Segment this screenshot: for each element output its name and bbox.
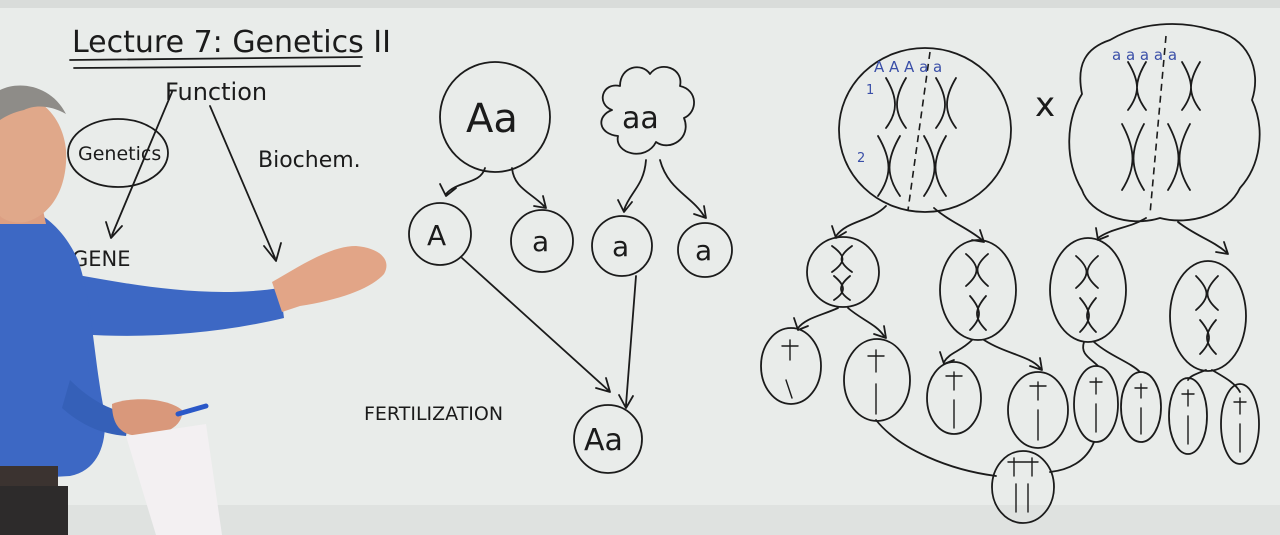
cell2-alleles: a a a a a <box>1112 46 1177 64</box>
arrow-m2-6 <box>1093 341 1141 373</box>
parent-genotype-2: aa <box>622 101 659 136</box>
title-underline-1 <box>69 56 363 61</box>
gamete-circle-4 <box>677 222 733 278</box>
line-to-zygote-1 <box>875 419 997 477</box>
genetics-circle <box>67 118 169 188</box>
gamete-4: a <box>695 234 712 267</box>
gamete-2: a <box>532 225 549 258</box>
m2-chrom-8 <box>1233 397 1247 453</box>
m2-chrom-1 <box>781 339 799 399</box>
lecturer-arm-raised <box>40 272 284 336</box>
gamete-3: a <box>612 230 629 263</box>
cell2-dashed-line <box>1149 35 1167 215</box>
m1-chrom-4 <box>1195 275 1219 355</box>
cell2-chromosomes-bottom <box>1121 123 1191 191</box>
m2-chrom-2 <box>867 349 885 415</box>
arrow-to-gamete-4 <box>659 159 707 219</box>
gamete-circle-2 <box>510 209 574 273</box>
meiosis1-cell-2 <box>939 239 1017 341</box>
m2-chrom-5 <box>1089 377 1103 433</box>
m1-chrom-2 <box>965 253 989 331</box>
cross-symbol: x <box>1035 85 1055 125</box>
meiosis2-cell-1 <box>760 327 822 405</box>
meiosis-parent-cell-2 <box>1068 23 1261 223</box>
arrow-to-gamete-1 <box>439 167 486 197</box>
board-top-edge <box>0 0 1280 8</box>
arrow-m2-2 <box>847 307 887 339</box>
lecturer-figure <box>0 85 387 535</box>
gene-label: GENE <box>72 247 131 271</box>
m2-chrom-7 <box>1181 389 1195 445</box>
stage-label-2: 2 <box>857 151 865 166</box>
parent-genotype-1: Aa <box>466 96 518 142</box>
meiosis2-cell-8 <box>1220 383 1260 465</box>
lecturer-trousers <box>0 486 68 535</box>
meiosis2-cell-6 <box>1120 371 1162 443</box>
lecturer-belt <box>0 466 58 486</box>
title-underline-2 <box>73 65 361 69</box>
meiosis2-cell-4 <box>1007 371 1069 449</box>
lecture-notes-paper <box>126 424 222 535</box>
m2-chrom-6 <box>1134 383 1148 435</box>
lecturer-hand-lower <box>112 399 183 436</box>
lecturer-arm-lower <box>62 380 130 436</box>
cell1-alleles: A A A a a <box>874 58 942 76</box>
cell2-chromosomes-top <box>1127 61 1201 111</box>
arrow-m2-7 <box>1187 369 1207 381</box>
m2-chrom-3 <box>945 371 963 429</box>
arrow-m2-4 <box>983 339 1043 371</box>
m1-chrom-3 <box>1075 255 1099 333</box>
arrow-fertilization-2 <box>618 275 637 409</box>
gamete-1: A <box>427 219 446 252</box>
biochem-label: Biochem. <box>258 148 361 173</box>
lecturer-hair <box>0 85 66 120</box>
arrow-m2-8 <box>1211 369 1241 393</box>
meiosis2-cell-5 <box>1073 365 1119 443</box>
marker-pen <box>175 403 209 417</box>
line-to-zygote-2 <box>1049 441 1095 473</box>
zygote-cell <box>991 450 1055 524</box>
arrow-m2-1 <box>793 307 839 331</box>
offspring-circle <box>573 404 643 474</box>
gamete-circle-1 <box>408 202 472 266</box>
zygote-chromosomes <box>1007 457 1039 513</box>
genetics-label: Genetics <box>78 143 161 165</box>
meiosis2-cell-3 <box>926 361 982 435</box>
parent-aa-upper-circle <box>439 61 551 173</box>
m2-chrom-4 <box>1029 381 1047 441</box>
arrow-function-to-biochem <box>209 105 282 262</box>
cell1-dashed-line <box>907 51 931 211</box>
arrow-m2-5 <box>1082 341 1099 367</box>
arrow-cell2-right <box>1177 221 1229 255</box>
cell1-chromosomes-bottom <box>877 135 947 197</box>
cell1-chromosomes-top <box>885 77 957 129</box>
meiosis1-cell-3 <box>1049 237 1127 343</box>
arrow-to-gamete-2 <box>511 167 547 209</box>
fertilization-label: FERTILIZATION <box>364 403 503 425</box>
lecturer-hand-raised <box>272 246 387 312</box>
offspring-genotype: Aa <box>584 423 623 458</box>
lecturer-head <box>0 95 67 223</box>
meiosis1-cell-4 <box>1169 260 1247 372</box>
function-label: Function <box>165 78 267 106</box>
meiosis-parent-cell-1 <box>838 47 1012 213</box>
arrow-to-gamete-3 <box>617 159 647 213</box>
stage-label-1: 1 <box>866 83 874 98</box>
gamete-circle-3 <box>591 215 653 277</box>
arrow-function-to-gene <box>105 91 173 239</box>
m1-chrom-1 <box>831 245 853 301</box>
meiosis2-cell-7 <box>1168 377 1208 455</box>
lecture-title: Lecture 7: Genetics II <box>72 25 391 60</box>
arrow-fertilization-1 <box>461 257 611 393</box>
parent-aa-lower-cloud <box>600 66 695 155</box>
meiosis1-cell-1 <box>806 236 880 308</box>
